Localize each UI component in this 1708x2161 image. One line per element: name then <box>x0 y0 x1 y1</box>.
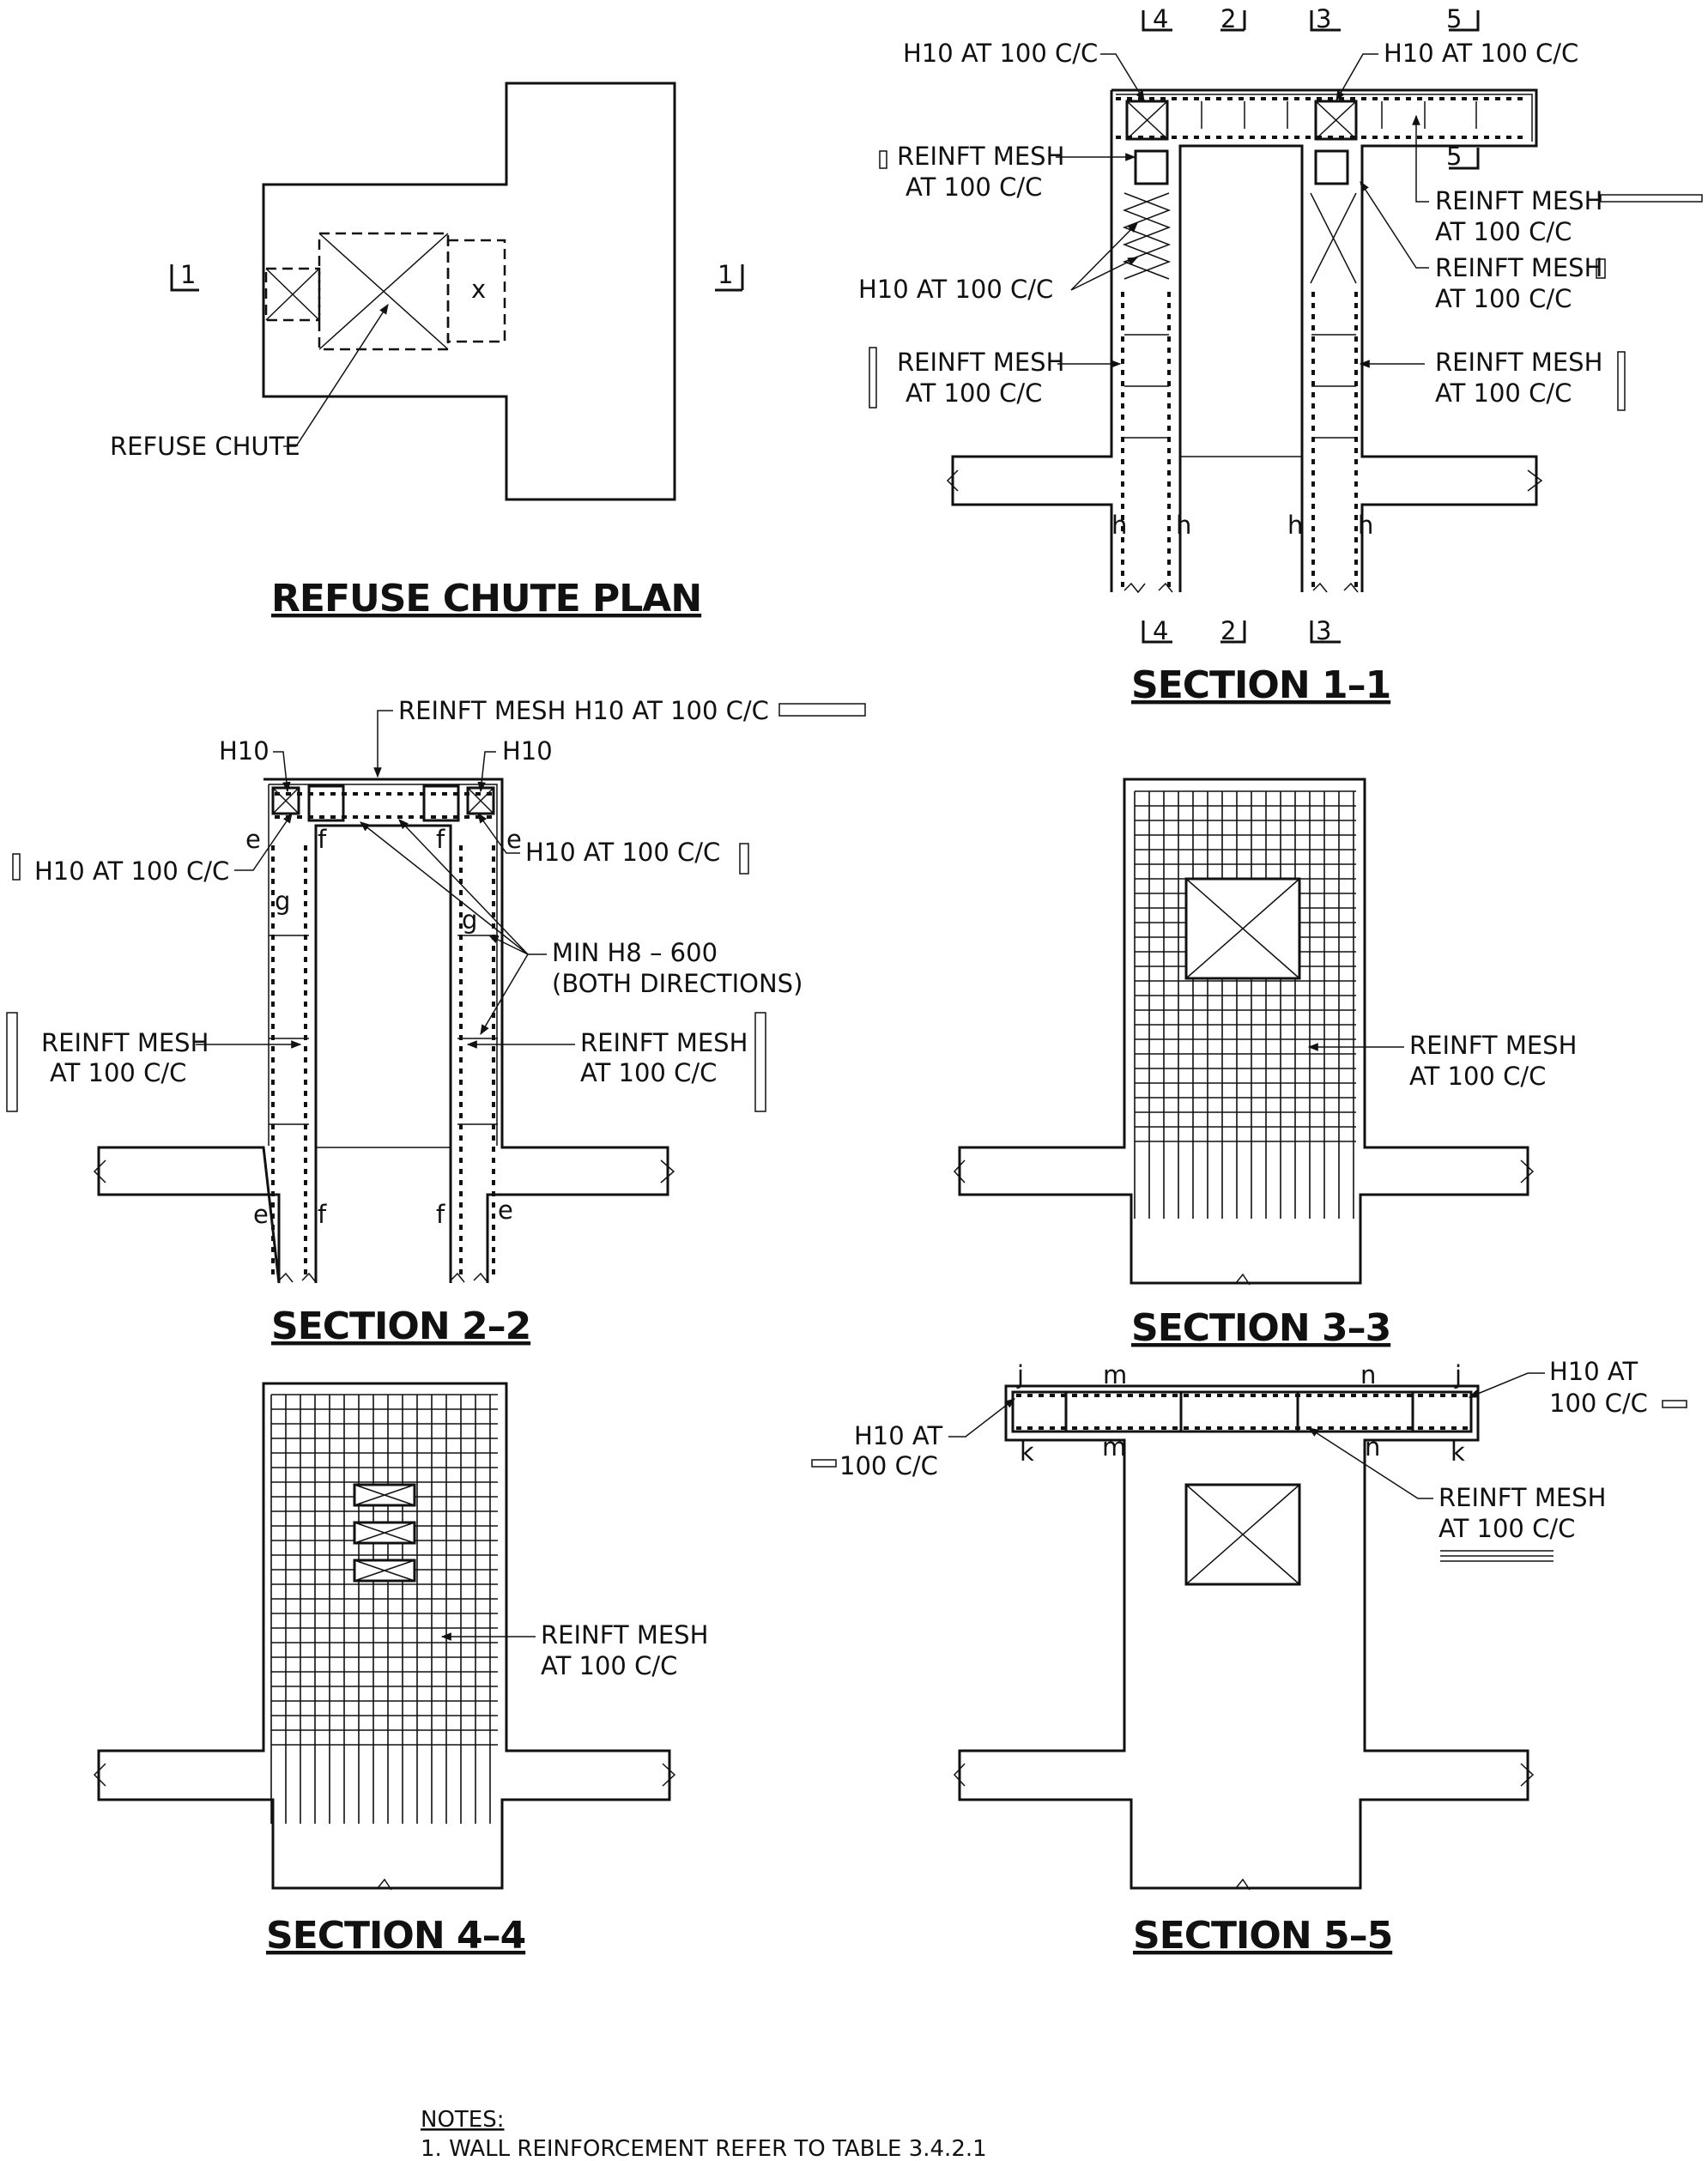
s22-e4: e <box>498 1196 513 1225</box>
s33-outline <box>958 778 1529 1285</box>
s11-h1: h <box>1111 511 1127 540</box>
s22-mesh-left-2: AT 100 C/C <box>50 1058 186 1087</box>
s55-m1: m <box>1103 1360 1127 1389</box>
s11-cut-5-top: 5 <box>1446 4 1462 33</box>
s55-h10-right-2: 100 C/C <box>1549 1389 1648 1418</box>
s11-title: SECTION 1–1 <box>1131 663 1390 707</box>
s22-f2: f <box>436 825 445 854</box>
s22-h10-right: H10 <box>502 736 553 766</box>
s22-e2: e <box>506 825 522 854</box>
s44-reinft-mesh-grid <box>270 1394 498 1824</box>
s33-reinft-mesh-grid <box>1134 790 1356 1219</box>
s11-h10-right: H10 AT 100 C/C <box>1384 39 1578 68</box>
s22-g2: g <box>462 905 477 935</box>
s55-h10-right-1: H10 AT <box>1549 1357 1638 1386</box>
plan-title: REFUSE CHUTE PLAN <box>271 577 701 620</box>
refuse-chute-plan: x REFUSE CHUTE 1 1 REFUSE CHUTE PLAN <box>110 82 744 620</box>
plan-section-mark-left: 1 <box>180 260 196 289</box>
notes-heading: NOTES: <box>421 2107 505 2133</box>
s55-mesh-1: REINFT MESH <box>1438 1483 1606 1512</box>
s11-mesh-tl-2: AT 100 C/C <box>905 173 1042 202</box>
s11-cut-2-top: 2 <box>1220 4 1236 33</box>
s33-title: SECTION 3–3 <box>1131 1306 1390 1350</box>
s22-h10-100-right: H10 AT 100 C/C <box>525 838 720 867</box>
s11-h2: h <box>1176 511 1191 540</box>
s11-cut-4-bottom: 4 <box>1153 616 1168 645</box>
s11-mesh-tl-1: REINFT MESH <box>897 142 1064 171</box>
s22-h10-left: H10 <box>219 736 270 766</box>
section-1-1: 4 2 3 5 h h h h 4 2 3 5 H10 AT 100 C/C <box>858 4 1703 707</box>
s55-j2: j <box>1454 1360 1462 1389</box>
s22-title: SECTION 2–2 <box>271 1304 530 1348</box>
s11-outline <box>951 88 1538 592</box>
s55-h10-left-2: 100 C/C <box>839 1451 938 1480</box>
s44-outline <box>97 1382 671 1890</box>
section-4-4: REINFT MESH AT 100 C/C SECTION 4–4 <box>93 1382 708 1958</box>
plan-refuse-chute-label: REFUSE CHUTE <box>110 432 300 461</box>
s22-mesh-right-1: REINFT MESH <box>580 1028 748 1057</box>
notes: NOTES: 1. WALL REINFORCEMENT REFER TO TA… <box>421 2107 987 2161</box>
s55-n1: n <box>1360 1360 1376 1389</box>
s11-h4: h <box>1358 511 1373 540</box>
s44-mesh-1: REINFT MESH <box>541 1620 708 1650</box>
s33-mesh-1: REINFT MESH <box>1409 1031 1577 1060</box>
plan-x-mark: x <box>471 275 486 304</box>
s55-outline <box>958 1384 1529 1890</box>
section-2-2: REINFT MESH H10 AT 100 C/C H10 H10 H10 A… <box>6 696 866 1348</box>
s11-cut-2-bottom: 2 <box>1220 616 1236 645</box>
section-5-5: j m n j k m n k H10 AT 100 C/C H10 AT 10… <box>811 1357 1687 1958</box>
s22-mesh-left-1: REINFT MESH <box>41 1028 209 1057</box>
s55-j1: j <box>1016 1360 1024 1389</box>
s22-min-h8-1: MIN H8 – 600 <box>552 938 718 967</box>
s44-mesh-2: AT 100 C/C <box>541 1651 677 1680</box>
s11-mesh-mr-1: REINFT MESH <box>1435 348 1602 377</box>
s11-cut-3-top: 3 <box>1316 4 1331 33</box>
s22-f1: f <box>318 825 327 854</box>
s55-n2: n <box>1365 1432 1380 1462</box>
s22-h10-100-left: H10 AT 100 C/C <box>34 857 229 886</box>
s11-mesh-mr-2: AT 100 C/C <box>1435 378 1572 408</box>
s11-mesh-tr-2: AT 100 C/C <box>1435 217 1572 246</box>
s22-mesh-right-2: AT 100 C/C <box>580 1058 717 1087</box>
s11-h10-mid: H10 AT 100 C/C <box>858 275 1053 304</box>
s22-min-h8-2: (BOTH DIRECTIONS) <box>552 969 803 998</box>
s22-f4: f <box>436 1200 445 1229</box>
notes-line-1: 1. WALL REINFORCEMENT REFER TO TABLE 3.4… <box>421 2136 987 2161</box>
s22-f3: f <box>318 1200 327 1229</box>
section-3-3: REINFT MESH AT 100 C/C SECTION 3–3 <box>953 778 1577 1350</box>
s11-cut-3-bottom: 3 <box>1316 616 1331 645</box>
s11-mesh-ml-1: REINFT MESH <box>897 348 1064 377</box>
s55-k2: k <box>1451 1438 1465 1467</box>
s11-h3: h <box>1287 511 1303 540</box>
s11-cut-5-side: 5 <box>1446 142 1462 171</box>
s55-m2: m <box>1102 1432 1126 1462</box>
s11-h10-left: H10 AT 100 C/C <box>903 39 1098 68</box>
s55-title: SECTION 5–5 <box>1133 1914 1392 1958</box>
s22-mesh-top: REINFT MESH H10 AT 100 C/C <box>398 696 769 725</box>
s11-mesh-ml-2: AT 100 C/C <box>905 378 1042 408</box>
plan-outline <box>262 82 676 501</box>
s22-e3: e <box>253 1200 269 1229</box>
s11-mesh-tr-1: REINFT MESH <box>1435 186 1602 215</box>
s11-cut-4-top: 4 <box>1153 4 1168 33</box>
s22-g1: g <box>275 887 290 916</box>
s22-outline <box>97 778 669 1284</box>
s33-mesh-2: AT 100 C/C <box>1409 1062 1546 1091</box>
s44-title: SECTION 4–4 <box>266 1914 525 1958</box>
s55-k1: k <box>1020 1438 1034 1467</box>
plan-section-mark-right: 1 <box>718 260 733 289</box>
s55-h10-left-1: H10 AT <box>854 1421 943 1450</box>
s11-mesh-r2-1: REINFT MESH <box>1435 253 1602 282</box>
s11-mesh-r2-2: AT 100 C/C <box>1435 284 1572 313</box>
s55-mesh-2: AT 100 C/C <box>1438 1514 1575 1543</box>
s22-e1: e <box>245 825 261 854</box>
